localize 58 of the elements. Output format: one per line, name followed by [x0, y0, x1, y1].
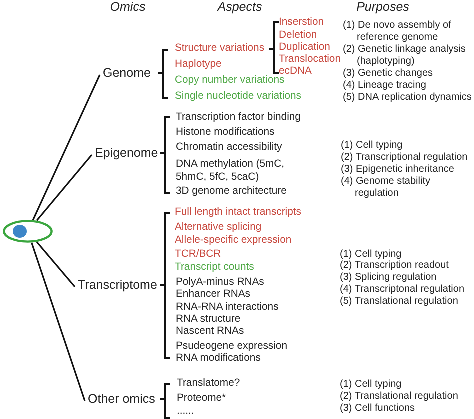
purpose-item: (3) Splicing regulation	[340, 272, 438, 284]
aspect-item: Deletion	[279, 30, 318, 42]
aspect-item: RNA structure	[176, 314, 241, 326]
aspect-item: Alternative splicing	[175, 222, 262, 234]
aspect-item: Psudeogene expression	[176, 341, 288, 353]
aspect-item: Full length intact transcripts	[175, 207, 302, 219]
purpose-item: (3) Epigenetic inheritance	[341, 164, 456, 176]
aspect-item: Translatome?	[177, 378, 240, 390]
omics-label: Other omics	[88, 392, 156, 407]
aspect-item: Copy number variations	[175, 75, 285, 87]
omics-label: Genome	[103, 66, 151, 81]
purpose-item: (1) Cell typing	[341, 140, 404, 152]
purpose-item: (5) DNA replication dynamics	[343, 92, 473, 104]
omics-label: Epigenome	[95, 146, 158, 161]
connector-line	[32, 74, 101, 221]
purpose-item: (4) Lineage tracing	[343, 80, 428, 92]
purpose-item: (3) Cell functions	[340, 403, 416, 415]
aspect-item: Enhancer RNAs	[176, 289, 251, 301]
purpose-item: (3) Genetic changes	[343, 68, 434, 80]
aspect-item: ......	[177, 406, 194, 418]
purpose-item: (1) Cell typing	[340, 249, 403, 260]
purpose-item: (1) De novo assembly of reference genome	[343, 20, 452, 44]
connector-line	[31, 242, 86, 402]
aspect-item: Nascent RNAs	[176, 326, 244, 338]
omics-label: Transcriptome	[78, 278, 158, 293]
purpose-item: (2) Translational regulation	[340, 391, 460, 403]
aspect-item: Structure variations	[175, 43, 265, 55]
cell-drawing	[3, 220, 53, 243]
purpose-item: (4) Genome stability regulation	[341, 176, 432, 200]
aspect-item: Histone modifications	[176, 127, 275, 139]
aspect-item: Haplotype	[175, 59, 222, 71]
aspect-item: Transcription factor binding	[176, 112, 301, 124]
aspect-item: PolyA-minus RNAs	[176, 277, 264, 289]
aspect-item: Allele-specific expression	[175, 235, 292, 247]
column-heading: Purposes	[356, 1, 410, 13]
aspect-item: RNA-RNA interactions	[176, 302, 279, 314]
purpose-item: (2) Genetic linkage analysis (haplotyping)	[343, 44, 467, 68]
connector-line	[36, 154, 93, 222]
column-heading: Aspects	[218, 1, 262, 13]
purpose-item: (2) Transcription readout	[340, 260, 450, 272]
aspect-item: Inserstion	[279, 17, 324, 29]
purpose-item: (5) Translational regulation	[340, 296, 460, 308]
column-heading: Omics	[110, 1, 146, 13]
purpose-item: (2) Transcriptional regulation	[341, 152, 469, 164]
aspect-item: Proteome*	[177, 393, 226, 405]
aspect-item: Single nucleotide variations	[175, 91, 302, 103]
aspect-item: ecDNA	[279, 66, 312, 77]
aspect-item: TCR/BCR	[175, 249, 222, 261]
aspect-item: RNA modifications	[176, 353, 261, 365]
purpose-item: (1) Cell typing	[340, 379, 403, 391]
aspect-item: Chromatin accessibility	[176, 142, 282, 154]
aspect-item: DNA methylation (5mC, 5hmC, 5fC, 5caC)	[176, 158, 286, 184]
aspect-item: Translocation	[279, 54, 341, 66]
connector-line	[36, 242, 76, 288]
aspect-item: Duplication	[279, 42, 330, 54]
aspect-item: 3D genome architecture	[176, 186, 287, 198]
aspect-item: Transcript counts	[175, 262, 254, 274]
purpose-item: (4) Transcriptonal regulation	[340, 284, 466, 296]
